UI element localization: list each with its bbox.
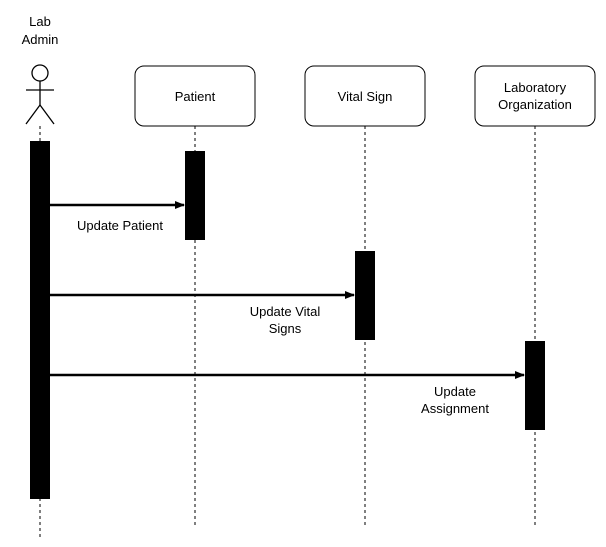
- participant-laboratory-organization: Laboratory Organization: [474, 65, 596, 127]
- actor-name-line2: Admin: [22, 32, 59, 47]
- participant-label: Patient: [175, 89, 216, 104]
- participant-box: [134, 65, 256, 127]
- message-label-line2: Assignment: [421, 401, 489, 416]
- message-label-line2: Signs: [269, 321, 302, 336]
- actor-lab-admin: Lab Admin: [22, 14, 59, 125]
- message-label-line1: Update: [434, 384, 476, 399]
- participant-box: [474, 65, 596, 127]
- message-label-line1: Update Vital: [250, 304, 321, 319]
- message-update-patient: Update Patient: [50, 201, 185, 233]
- actor-name-line1: Lab: [29, 14, 51, 29]
- activation-bar-lab-admin: [30, 141, 50, 499]
- stick-figure-icon: [25, 64, 55, 125]
- participant-label-line1: Laboratory: [504, 80, 567, 95]
- participant-box: [304, 65, 426, 127]
- activation-bar-patient: [185, 151, 205, 240]
- participant-patient: Patient: [134, 65, 256, 127]
- activation-bar-vital-sign: [355, 251, 375, 340]
- participant-label: Vital Sign: [338, 89, 393, 104]
- participant-vital-sign: Vital Sign: [304, 65, 426, 127]
- activation-bar-laboratory-organization: [525, 341, 545, 430]
- message-update-assignment: Update Assignment: [50, 371, 525, 416]
- participant-label-line2: Organization: [498, 97, 572, 112]
- message-update-vital-signs: Update Vital Signs: [50, 291, 355, 336]
- message-label: Update Patient: [77, 218, 163, 233]
